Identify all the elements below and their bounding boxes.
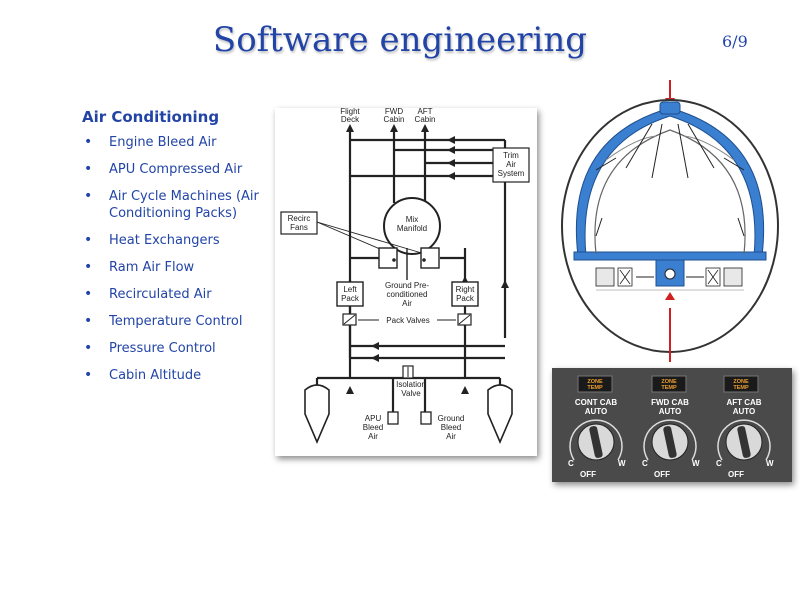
- zone-temp-label-3b: TEMP: [733, 385, 749, 391]
- zone-temp-label-2b: TEMP: [661, 385, 677, 391]
- fwd-cabin-label-1: FWD: [385, 108, 403, 116]
- mix-manifold-label-2: Manifold: [397, 224, 427, 233]
- bullet-list: Engine Bleed Air APU Compressed Air Air …: [82, 134, 272, 384]
- right-engine-icon: [487, 384, 513, 445]
- c-label-2: C: [642, 459, 648, 468]
- off-label-1: OFF: [580, 470, 596, 479]
- w-label-1: W: [618, 459, 626, 468]
- trim-air-label-3: System: [498, 169, 525, 178]
- list-item: Pressure Control: [82, 340, 272, 357]
- ground-bleed-label-3: Air: [446, 432, 456, 441]
- auto-label-3: AUTO: [733, 407, 756, 416]
- isolation-valve-label-1: Isolation: [396, 380, 426, 389]
- zone-temp-label-3a: ZONE: [733, 379, 749, 385]
- zone-temp-label-1b: TEMP: [587, 385, 603, 391]
- ground-precond-label-3: Air: [402, 299, 412, 308]
- fwd-cab-label: FWD CAB: [651, 398, 689, 407]
- apu-bleed-label-1: APU: [365, 414, 382, 423]
- zone-temp-label-1a: ZONE: [587, 379, 603, 385]
- temperature-control-panel: ZONE TEMP ZONE TEMP ZONE TEMP CONT CAB F…: [552, 368, 792, 482]
- left-pack-label-1: Left: [343, 285, 357, 294]
- ground-bleed-label-2: Bleed: [441, 423, 461, 432]
- list-item: Heat Exchangers: [82, 232, 272, 249]
- fwd-cab-knob[interactable]: [643, 419, 697, 461]
- mix-manifold-label-1: Mix: [406, 215, 418, 224]
- page-number: 6/9: [722, 32, 748, 51]
- ground-bleed-label-1: Ground: [438, 414, 465, 423]
- recirc-fans-label-1: Recirc: [288, 214, 311, 223]
- auto-label-2: AUTO: [659, 407, 682, 416]
- aft-cab-label: AFT CAB: [726, 398, 761, 407]
- list-item: Engine Bleed Air: [82, 134, 272, 151]
- schematic-svg: Trim Air System Flight Deck FWD Cabin AF…: [280, 108, 530, 445]
- flight-deck-label-1: Flight: [340, 108, 360, 116]
- c-label-3: C: [716, 459, 722, 468]
- apu-bleed-label-2: Bleed: [363, 423, 383, 432]
- pack-valves-label: Pack Valves: [386, 316, 429, 325]
- aft-cab-knob[interactable]: [717, 419, 771, 461]
- fwd-cabin-label-2: Cabin: [384, 115, 405, 124]
- aft-cabin-label-2: Cabin: [415, 115, 436, 124]
- w-label-3: W: [766, 459, 774, 468]
- trim-air-label-2: Air: [506, 160, 516, 169]
- arrow-up-icon: [665, 292, 675, 300]
- off-label-3: OFF: [728, 470, 744, 479]
- cont-cab-knob[interactable]: [569, 419, 623, 461]
- apu-bleed-label-3: Air: [368, 432, 378, 441]
- list-item: Cabin Altitude: [82, 367, 272, 384]
- cont-cab-label: CONT CAB: [575, 398, 617, 407]
- aft-cabin-label-1: AFT: [417, 108, 432, 116]
- recirc-fans-label-2: Fans: [290, 223, 308, 232]
- flight-deck-label-2: Deck: [341, 115, 360, 124]
- list-item: APU Compressed Air: [82, 161, 272, 178]
- c-label-1: C: [568, 459, 574, 468]
- ground-valve-icon: [420, 411, 432, 425]
- panel-svg: ZONE TEMP ZONE TEMP ZONE TEMP CONT CAB F…: [552, 368, 792, 482]
- list-item: Ram Air Flow: [82, 259, 272, 276]
- list-item: Temperature Control: [82, 313, 272, 330]
- section-heading: Air Conditioning: [82, 108, 220, 126]
- ground-precond-label-2: conditioned: [387, 290, 428, 299]
- w-label-2: W: [692, 459, 700, 468]
- left-engine-icon: [304, 384, 330, 445]
- ground-precond-label-1: Ground Pre-: [385, 281, 429, 290]
- list-item: Air Cycle Machines (Air Conditioning Pac…: [82, 188, 272, 222]
- air-conditioning-section: Air Conditioning Engine Bleed Air APU Co…: [82, 108, 272, 394]
- left-pack-label-2: Pack: [341, 294, 360, 303]
- apu-valve-icon: [387, 411, 399, 425]
- isolation-valve-label-2: Valve: [401, 389, 421, 398]
- slide-title: Software engineering: [212, 20, 588, 60]
- off-label-2: OFF: [654, 470, 670, 479]
- trim-air-label-1: Trim: [503, 151, 519, 160]
- cabin-svg: [561, 80, 779, 362]
- list-item: Recirculated Air: [82, 286, 272, 303]
- right-pack-label-1: Right: [456, 285, 475, 294]
- zone-temp-label-2a: ZONE: [661, 379, 677, 385]
- auto-label-1: AUTO: [585, 407, 608, 416]
- air-conditioning-schematic: Trim Air System Flight Deck FWD Cabin AF…: [275, 108, 537, 456]
- right-pack-label-2: Pack: [456, 294, 475, 303]
- cabin-cross-section: [556, 78, 788, 364]
